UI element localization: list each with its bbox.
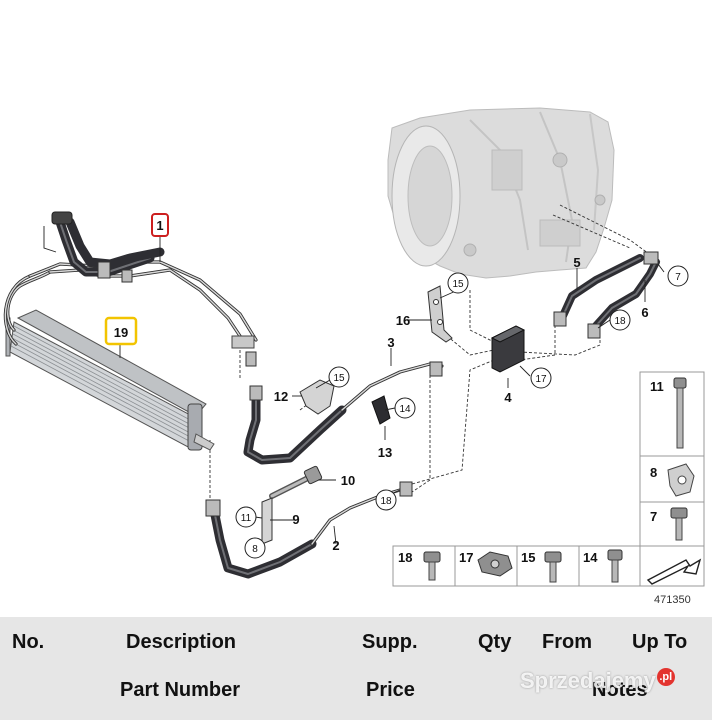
bracket-12 xyxy=(299,379,335,415)
callout-12: 12 xyxy=(274,389,288,404)
parts-diagram: 1 19 2 3 4 5 6 9 10 12 13 16 7 8 11 14 1… xyxy=(3,107,705,606)
callout-19: 19 xyxy=(114,325,128,340)
bracket-16 xyxy=(427,285,453,343)
callout-17: 17 xyxy=(535,374,547,385)
callout-1-highlight xyxy=(151,213,169,237)
parts-table-header: No. Description Supp. Qty From Up To Par… xyxy=(0,617,712,720)
col-qty: Qty xyxy=(478,631,512,653)
callout-19-highlight xyxy=(104,316,138,346)
callout-9: 9 xyxy=(292,512,299,527)
legend-8-label: 8 xyxy=(650,465,657,480)
callout-18-right: 18 xyxy=(614,316,626,327)
hose-2 xyxy=(243,361,444,465)
hose-bracket xyxy=(231,335,255,349)
callout-8: 8 xyxy=(252,544,258,555)
callout-13: 13 xyxy=(378,445,392,460)
bracket-9 xyxy=(261,497,273,545)
callout-6: 6 xyxy=(641,305,648,320)
legend-18-label: 18 xyxy=(398,550,412,565)
col-no: No. xyxy=(12,631,45,653)
transmission-housing xyxy=(387,107,615,279)
col-description: Description xyxy=(126,631,237,653)
callout-2: 2 xyxy=(332,538,339,553)
callout-15-mid: 15 xyxy=(333,373,345,384)
hose-fitting xyxy=(245,351,257,367)
circled-callouts: 7 8 11 14 15 15 17 18 18 xyxy=(235,265,689,559)
callout-15-top: 15 xyxy=(452,279,464,290)
drawing-number: 471350 xyxy=(654,594,691,606)
legend-15-label: 15 xyxy=(521,550,535,565)
col-price: Price xyxy=(366,679,415,701)
callout-1: 1 xyxy=(156,218,163,233)
callouts: 1 19 2 3 4 5 6 9 10 12 13 16 xyxy=(104,213,649,553)
hardware-legend-row: 18 17 15 14 xyxy=(392,545,641,587)
col-up-to: Up To xyxy=(632,631,688,653)
callout-10: 10 xyxy=(341,473,355,488)
watermark-badge: .pl xyxy=(656,668,675,686)
col-from: From xyxy=(542,631,592,653)
hose-lower xyxy=(205,481,413,579)
leader-lines xyxy=(119,236,665,547)
col-supp: Supp. xyxy=(362,631,418,653)
callout-11: 11 xyxy=(241,513,252,524)
legend-14-label: 14 xyxy=(583,550,598,565)
callout-18-lower: 18 xyxy=(380,496,392,507)
connector-block-4 xyxy=(490,325,526,373)
hose-assembly-1 xyxy=(43,211,165,283)
col-notes: Notes xyxy=(592,679,648,701)
watermark: Sprzedajemy.pl xyxy=(520,668,675,694)
callout-5: 5 xyxy=(573,255,580,270)
callout-3: 3 xyxy=(387,335,394,350)
hose-5-6 xyxy=(553,251,660,339)
bolt-10 xyxy=(269,465,323,499)
clip-13 xyxy=(371,395,391,425)
callout-4: 4 xyxy=(504,390,512,405)
oil-cooler xyxy=(5,309,215,451)
callout-7: 7 xyxy=(675,272,681,283)
callout-16: 16 xyxy=(396,313,410,328)
direction-arrow-icon xyxy=(646,558,702,585)
legend-7-label: 7 xyxy=(650,509,657,524)
col-part-number: Part Number xyxy=(120,679,241,701)
hardware-legend-column: 11 8 7 xyxy=(639,371,705,587)
legend-17-label: 17 xyxy=(459,550,473,565)
watermark-text: Sprzedajemy xyxy=(520,668,656,693)
legend-11-label: 11 xyxy=(650,379,664,394)
callout-14: 14 xyxy=(399,404,411,415)
